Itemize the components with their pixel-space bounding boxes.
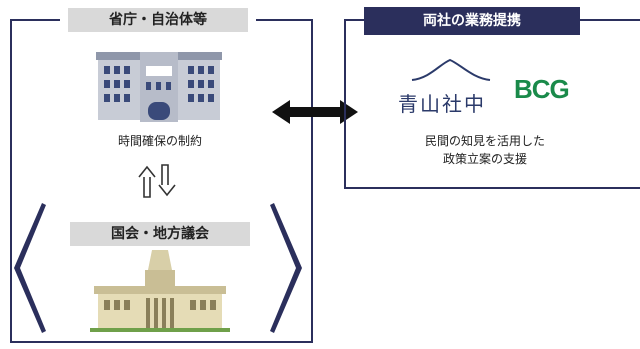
up-down-arrows-icon xyxy=(138,164,176,198)
aoyama-mountain-icon xyxy=(411,58,491,81)
right-bracket-icon xyxy=(270,203,302,333)
partnership-caption-line2: 政策立案の支援 xyxy=(442,152,527,166)
partnership-label: 両社の業務提携 xyxy=(364,7,580,35)
aoyama-logo-text: 青山社中 xyxy=(398,92,486,116)
diet-building-icon xyxy=(90,250,230,332)
ministries-label: 省庁・自治体等 xyxy=(68,8,248,32)
left-bracket-icon xyxy=(14,203,46,333)
double-arrow-icon xyxy=(272,100,358,124)
diet-assembly-label: 国会・地方議会 xyxy=(70,222,250,246)
bcg-logo: BCG xyxy=(514,74,570,104)
government-building-icon xyxy=(96,52,222,122)
partnership-caption-line1: 民間の知見を活用した xyxy=(424,134,545,148)
time-constraint-caption: 時間確保の制約 xyxy=(117,134,202,148)
